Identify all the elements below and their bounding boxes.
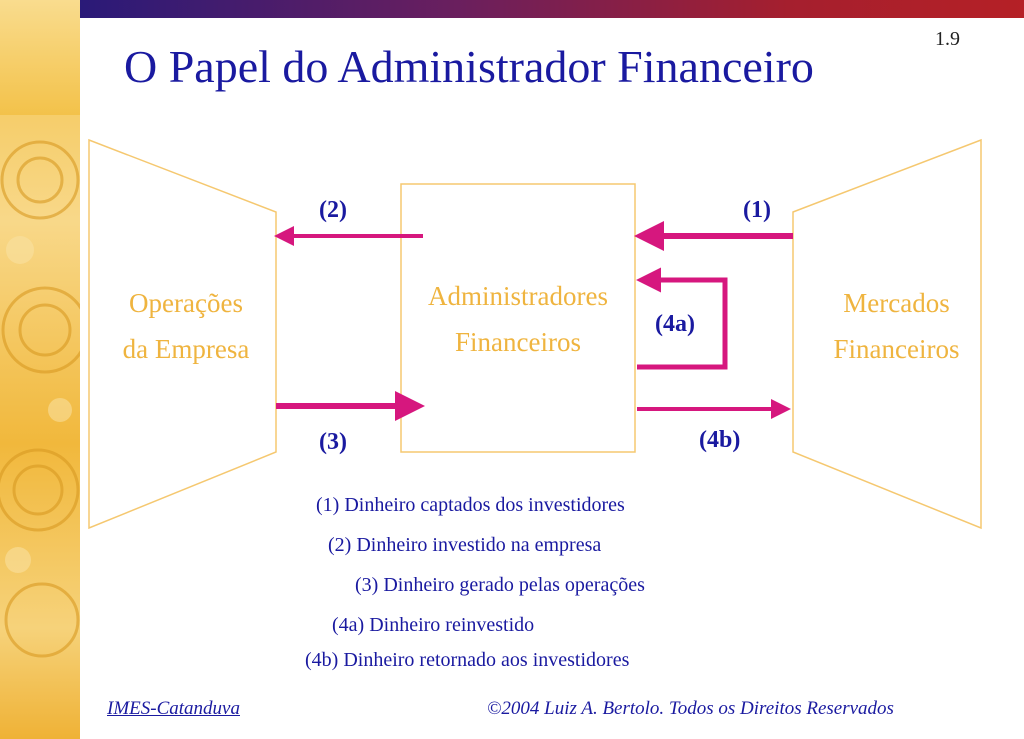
center-box-label: Administradores Financeiros (401, 273, 635, 365)
top-gradient-bar (80, 0, 1024, 18)
decorative-sidebar (0, 0, 80, 739)
left-box-label: Operações da Empresa (96, 280, 276, 372)
legend-item-4b: (4b) Dinheiro retornado aos investidores (305, 649, 630, 671)
legend-item-1: (1) Dinheiro captados dos investidores (316, 494, 625, 516)
flow-label-3: (3) (319, 429, 347, 455)
right-box-label: Mercados Financeiros (800, 280, 993, 372)
slide-title: O Papel do Administrador Financeiro (124, 41, 814, 92)
legend-item-3: (3) Dinheiro gerado pelas operações (355, 574, 645, 596)
center-box-administradores (400, 183, 636, 453)
right-box-mercados (792, 138, 982, 530)
center-box-line2: Financeiros (455, 327, 581, 357)
left-box-line1: Operações (129, 288, 243, 318)
legend-item-2: (2) Dinheiro investido na empresa (328, 534, 602, 556)
right-box-line2: Financeiros (833, 334, 960, 364)
center-box-line1: Administradores (428, 281, 608, 311)
sidebar-top-block (0, 0, 80, 115)
flow-label-4b: (4b) (699, 427, 741, 453)
left-box-operacoes (88, 138, 277, 530)
flow-label-1: (1) (743, 197, 771, 223)
legend-item-4a: (4a) Dinheiro reinvestido (332, 614, 535, 636)
arrow-4a (636, 267, 728, 370)
left-box-line2: da Empresa (122, 334, 250, 364)
flow-label-4a: (4a) (655, 311, 695, 337)
right-box-line1: Mercados (843, 288, 950, 318)
flow-label-2: (2) (319, 197, 347, 223)
footer-institution: IMES-Catanduva (107, 698, 240, 719)
gear-coins-artwork (0, 140, 80, 658)
page-number: 1.9 (935, 28, 960, 50)
footer-copyright: ©2004 Luiz A. Bertolo. Todos os Direitos… (487, 698, 894, 719)
